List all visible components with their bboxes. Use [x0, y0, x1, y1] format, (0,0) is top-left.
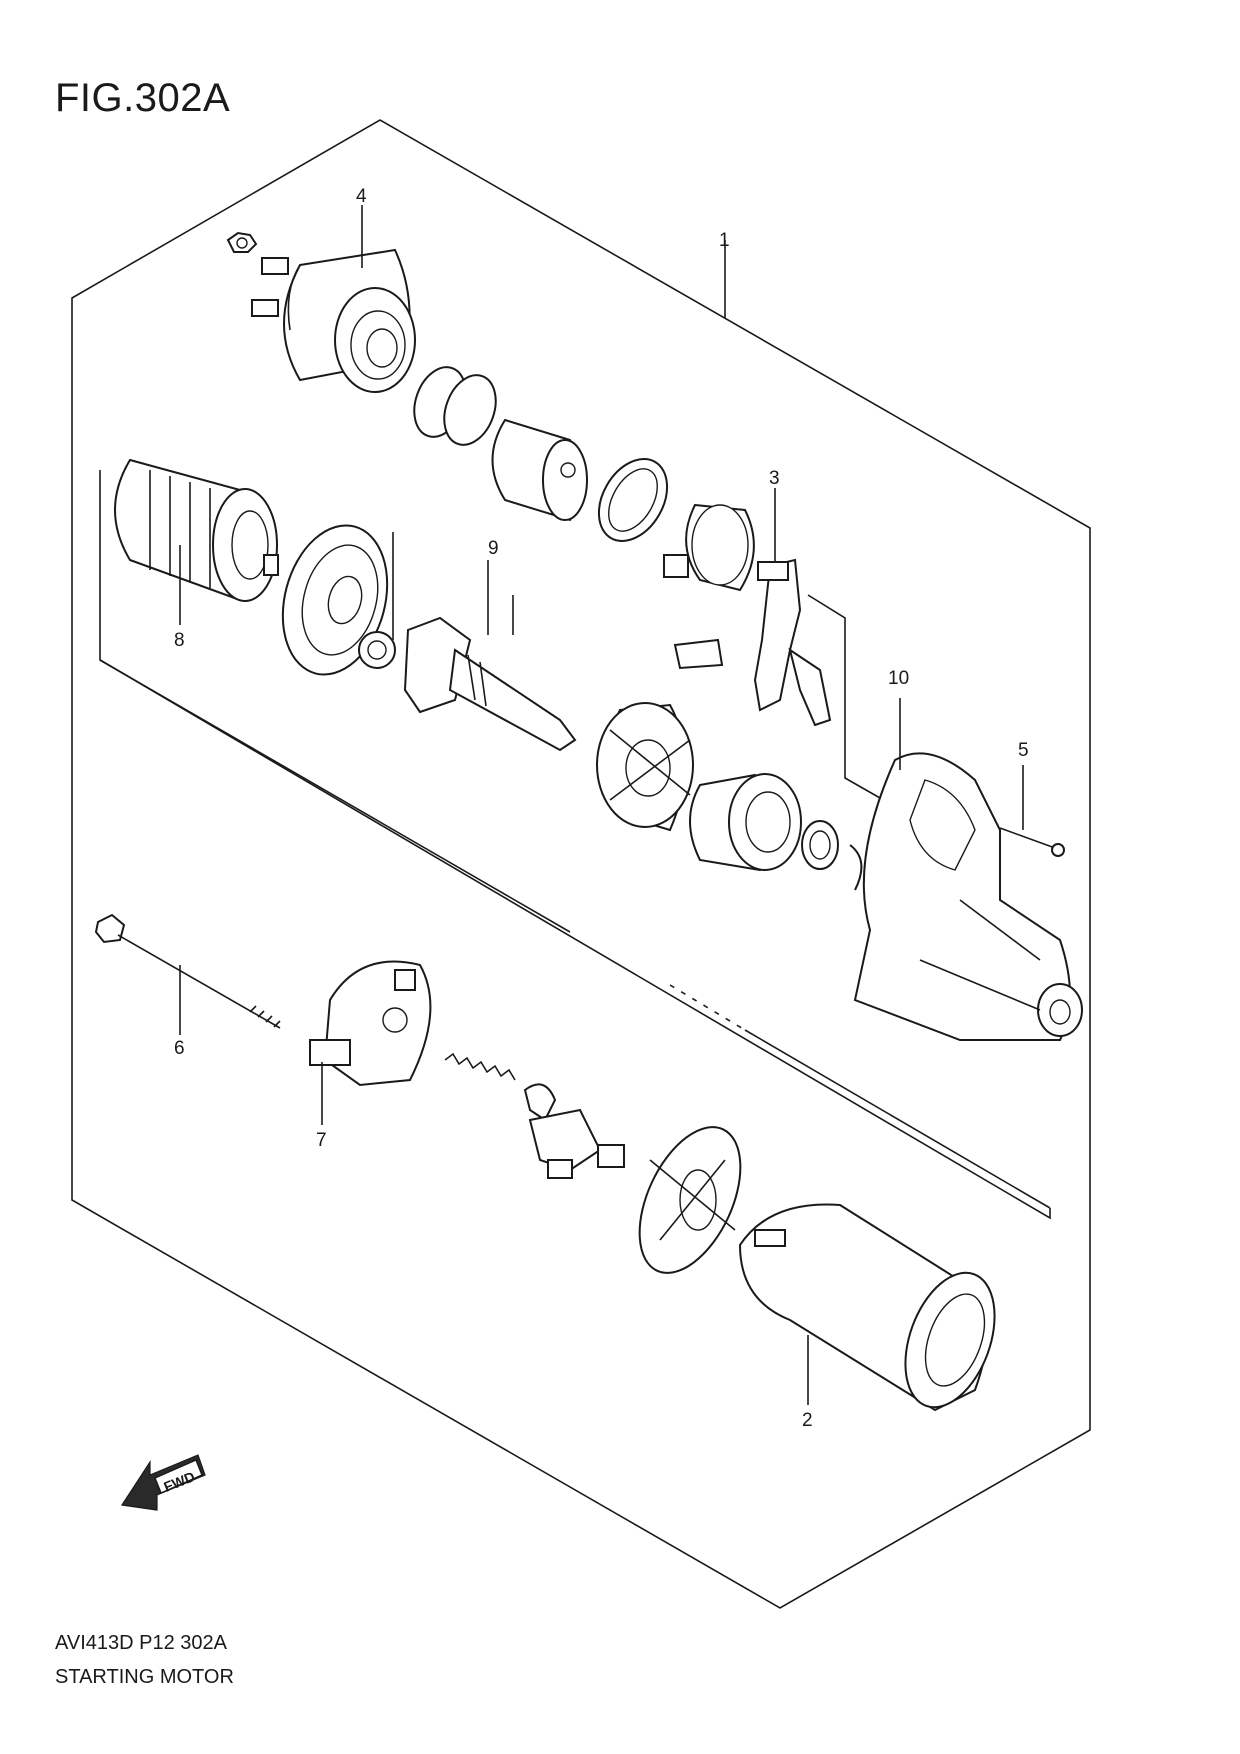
reduction-gear-part — [358, 616, 577, 752]
callout-2: 2 — [802, 1410, 813, 1431]
solenoid-part — [226, 231, 416, 393]
bolt-short-part — [999, 827, 1065, 857]
brush-spring — [444, 1052, 516, 1081]
gear-housing-collar — [663, 503, 755, 592]
shift-lever-part — [673, 558, 832, 727]
callout-1: 1 — [719, 230, 730, 251]
callout-5: 5 — [1018, 740, 1029, 761]
figure-title: FIG.302A — [55, 76, 231, 120]
assembly-boundary — [71, 119, 1091, 1609]
callout-9: 9 — [488, 538, 499, 559]
item10-bracket — [807, 594, 881, 799]
brush-holder-part — [309, 960, 432, 1087]
callout-leaders — [179, 205, 1024, 1405]
callout-7: 7 — [316, 1130, 327, 1151]
plunger-part — [491, 418, 588, 522]
retaining-ring — [597, 458, 669, 542]
subassembly-bracket — [99, 470, 1051, 1220]
callout-10: 10 — [888, 668, 909, 689]
rear-end-frame — [638, 1126, 742, 1274]
armature-part — [114, 458, 279, 602]
yoke-part — [738, 1203, 996, 1412]
figure-name: STARTING MOTOR — [55, 1666, 234, 1688]
front-housing-part — [853, 752, 1083, 1041]
fwd-arrow-icon: FWD — [120, 1454, 206, 1511]
brush-plate-part — [523, 1083, 625, 1179]
spring-rings — [413, 366, 497, 446]
end-cover-plate — [281, 524, 389, 676]
pinion-clutch-part — [689, 773, 863, 891]
through-bolt-part — [94, 913, 281, 1029]
callout-4: 4 — [356, 186, 367, 207]
figure-code: AVI413D P12 302A — [55, 1632, 227, 1654]
internal-gear-housing — [596, 702, 694, 832]
callout-8: 8 — [174, 630, 185, 651]
callout-3: 3 — [769, 468, 780, 489]
callout-6: 6 — [174, 1038, 185, 1059]
